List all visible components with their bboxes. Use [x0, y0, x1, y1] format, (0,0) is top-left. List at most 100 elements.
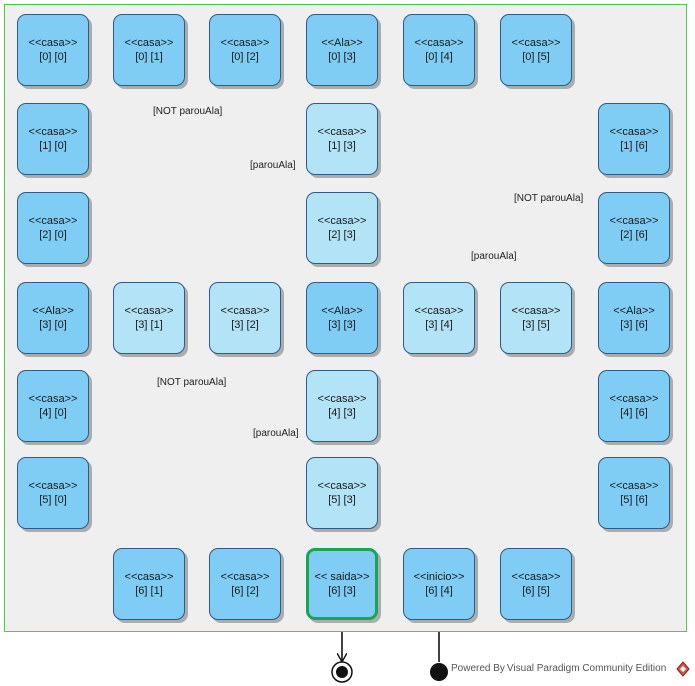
- state-coords: [6] [1]: [135, 585, 163, 597]
- state-5-3[interactable]: <<casa>> [5] [3]: [306, 457, 378, 529]
- state-2-0[interactable]: <<casa>> [2] [0]: [17, 192, 89, 264]
- state-coords: [3] [1]: [135, 319, 163, 331]
- state-stereotype: <<casa>>: [28, 393, 78, 405]
- state-coords: [0] [2]: [231, 51, 259, 63]
- state-stereotype: <<casa>>: [317, 126, 367, 138]
- state-stereotype: <<Ala>>: [321, 37, 363, 49]
- state-3-0[interactable]: <<Ala>> [3] [0]: [17, 282, 89, 354]
- state-6-2[interactable]: <<casa>> [6] [2]: [209, 548, 281, 620]
- state-stereotype: <<casa>>: [220, 37, 270, 49]
- state-coords: [6] [5]: [522, 585, 550, 597]
- state-stereotype: <<inicio>>: [413, 571, 465, 583]
- visual-paradigm-logo-icon: [676, 661, 690, 677]
- state-6-3[interactable]: << saida>> [6] [3]: [306, 548, 378, 620]
- state-stereotype: <<Ala>>: [613, 305, 655, 317]
- powered-by-footer: Powered By Visual Paradigm Community Edi…: [451, 663, 667, 674]
- state-stereotype: <<casa>>: [220, 571, 270, 583]
- state-stereotype: <<casa>>: [28, 126, 78, 138]
- state-coords: [3] [2]: [231, 319, 259, 331]
- guard-label: [parouAla]: [253, 428, 299, 439]
- guard-label: [NOT parouAla]: [157, 377, 227, 388]
- state-stereotype: <<casa>>: [511, 305, 561, 317]
- state-coords: [4] [0]: [39, 407, 67, 419]
- guard-label: [NOT parouAla]: [153, 106, 223, 117]
- state-coords: [3] [5]: [522, 319, 550, 331]
- state-stereotype: <<casa>>: [317, 480, 367, 492]
- state-coords: [4] [6]: [620, 407, 648, 419]
- state-3-4[interactable]: <<casa>> [3] [4]: [403, 282, 475, 354]
- state-stereotype: <<casa>>: [511, 37, 561, 49]
- state-coords: [1] [0]: [39, 140, 67, 152]
- state-coords: [6] [2]: [231, 585, 259, 597]
- state-coords: [0] [1]: [135, 51, 163, 63]
- state-5-0[interactable]: <<casa>> [5] [0]: [17, 457, 89, 529]
- state-0-4[interactable]: <<casa>> [0] [4]: [403, 14, 475, 86]
- state-stereotype: <<casa>>: [609, 215, 659, 227]
- state-stereotype: <<Ala>>: [321, 305, 363, 317]
- state-2-3[interactable]: <<casa>> [2] [3]: [306, 192, 378, 264]
- state-stereotype: <<casa>>: [511, 571, 561, 583]
- state-stereotype: <<casa>>: [414, 37, 464, 49]
- state-6-5[interactable]: <<casa>> [6] [5]: [500, 548, 572, 620]
- state-coords: [3] [0]: [39, 319, 67, 331]
- state-coords: [6] [3]: [328, 585, 356, 597]
- state-stereotype: <<casa>>: [317, 215, 367, 227]
- state-coords: [2] [6]: [620, 229, 648, 241]
- state-stereotype: <<casa>>: [414, 305, 464, 317]
- state-coords: [2] [0]: [39, 229, 67, 241]
- state-0-0[interactable]: <<casa>> [0] [0]: [17, 14, 89, 86]
- state-0-3[interactable]: <<Ala>> [0] [3]: [306, 14, 378, 86]
- state-stereotype: <<casa>>: [124, 37, 174, 49]
- state-stereotype: <<casa>>: [317, 393, 367, 405]
- state-stereotype: <<casa>>: [28, 480, 78, 492]
- state-stereotype: <<casa>>: [609, 480, 659, 492]
- state-0-2[interactable]: <<casa>> [0] [2]: [209, 14, 281, 86]
- state-1-0[interactable]: <<casa>> [1] [0]: [17, 103, 89, 175]
- state-coords: [5] [3]: [328, 494, 356, 506]
- state-0-1[interactable]: <<casa>> [0] [1]: [113, 14, 185, 86]
- state-coords: [4] [3]: [328, 407, 356, 419]
- guard-label: [parouAla]: [250, 160, 296, 171]
- state-1-6[interactable]: <<casa>> [1] [6]: [598, 103, 670, 175]
- state-6-1[interactable]: <<casa>> [6] [1]: [113, 548, 185, 620]
- state-1-3[interactable]: <<casa>> [1] [3]: [306, 103, 378, 175]
- state-coords: [5] [0]: [39, 494, 67, 506]
- state-stereotype: <<casa>>: [609, 393, 659, 405]
- state-5-6[interactable]: <<casa>> [5] [6]: [598, 457, 670, 529]
- state-stereotype: << saida>>: [314, 571, 370, 583]
- state-coords: [0] [4]: [425, 51, 453, 63]
- state-stereotype: <<casa>>: [220, 305, 270, 317]
- state-coords: [2] [3]: [328, 229, 356, 241]
- state-4-3[interactable]: <<casa>> [4] [3]: [306, 370, 378, 442]
- state-stereotype: <<casa>>: [28, 215, 78, 227]
- state-3-6[interactable]: <<Ala>> [3] [6]: [598, 282, 670, 354]
- state-stereotype: <<casa>>: [124, 305, 174, 317]
- state-coords: [0] [5]: [522, 51, 550, 63]
- state-2-6[interactable]: <<casa>> [2] [6]: [598, 192, 670, 264]
- state-stereotype: <<casa>>: [124, 571, 174, 583]
- state-6-4[interactable]: <<inicio>> [6] [4]: [403, 548, 475, 620]
- state-coords: [1] [6]: [620, 140, 648, 152]
- initial-state-node[interactable]: [430, 663, 448, 681]
- guard-label: [parouAla]: [471, 251, 517, 262]
- state-3-2[interactable]: <<casa>> [3] [2]: [209, 282, 281, 354]
- state-3-3[interactable]: <<Ala>> [3] [3]: [306, 282, 378, 354]
- state-0-5[interactable]: <<casa>> [0] [5]: [500, 14, 572, 86]
- state-stereotype: <<Ala>>: [32, 305, 74, 317]
- state-3-5[interactable]: <<casa>> [3] [5]: [500, 282, 572, 354]
- state-coords: [6] [4]: [425, 585, 453, 597]
- state-stereotype: <<casa>>: [28, 37, 78, 49]
- state-coords: [3] [3]: [328, 319, 356, 331]
- state-coords: [0] [3]: [328, 51, 356, 63]
- state-stereotype: <<casa>>: [609, 126, 659, 138]
- state-coords: [3] [6]: [620, 319, 648, 331]
- state-4-0[interactable]: <<casa>> [4] [0]: [17, 370, 89, 442]
- guard-label: [NOT parouAla]: [514, 193, 584, 204]
- state-coords: [3] [4]: [425, 319, 453, 331]
- state-coords: [5] [6]: [620, 494, 648, 506]
- state-4-6[interactable]: <<casa>> [4] [6]: [598, 370, 670, 442]
- state-coords: [1] [3]: [328, 140, 356, 152]
- state-coords: [0] [0]: [39, 51, 67, 63]
- state-3-1[interactable]: <<casa>> [3] [1]: [113, 282, 185, 354]
- final-state-core: [336, 666, 348, 678]
